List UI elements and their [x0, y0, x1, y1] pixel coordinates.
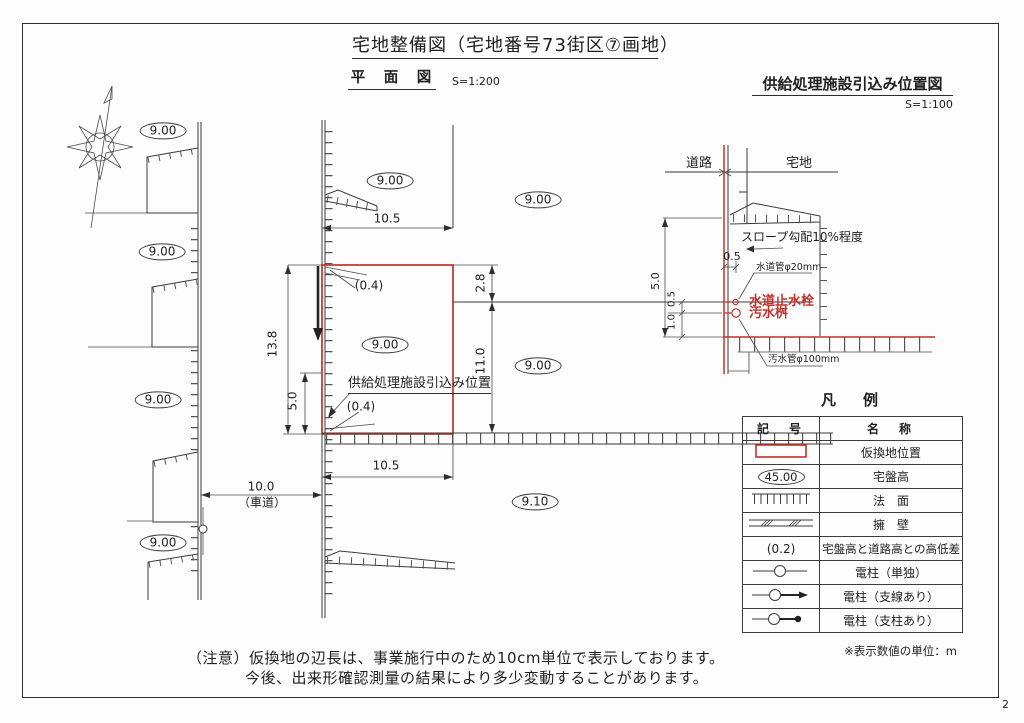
water-valve-label: 水道止水栓 — [749, 294, 815, 309]
note-line-1: （注意）仮換地の辺長は、事業施行中のため10cm単位で表示しております。 — [187, 649, 725, 667]
elevation-label-east-1: 9.00 — [514, 191, 562, 209]
legend-table: 記 号 名 称 仮換地位置 45.00 宅盤高 法 面 — [741, 416, 963, 633]
slope-note: スロープ勾配10%程度 — [741, 230, 863, 244]
elevation-label-west-3: 9.00 — [134, 391, 182, 409]
lot-label: 宅地 — [785, 155, 813, 171]
plan-view-label: 平 面 図 — [348, 70, 436, 90]
detail-scale: S=1:100 — [905, 98, 953, 111]
plan-scale: S=1:200 — [452, 75, 500, 88]
legend-row: 仮換地位置 — [741, 440, 963, 465]
drawing-frame — [22, 23, 999, 698]
detail-diagram-linework — [662, 145, 935, 374]
elevation-label-north: 9.00 — [366, 172, 414, 190]
pole-strut-symbol — [752, 613, 802, 625]
elevation-oval-symbol: 45.00 — [757, 468, 805, 485]
main-title: 宅地整備図（宅地番号73街区⑦画地） — [352, 36, 678, 59]
unit-note: ※表示数値の単位：m — [844, 644, 957, 658]
elevation-label-east-2: 9.00 — [514, 357, 562, 375]
elevation-label-west-1: 9.00 — [139, 122, 187, 140]
replacement-land-outline — [321, 264, 454, 435]
detail-title: 供給処理施設引込み位置図 — [752, 76, 953, 96]
legend-row: 電柱（支柱あり） — [741, 608, 963, 633]
legend-col-symbol: 記 号 — [741, 416, 821, 441]
page-number: 2 — [1002, 698, 1009, 711]
elevation-label-center-lot: 9.00 — [361, 336, 409, 354]
dim-road-width: 10.0 — [247, 479, 275, 494]
legend-row: 法 面 — [741, 488, 963, 513]
dim-right-main: 11.0 — [473, 347, 488, 375]
legend-row: 電柱（単独） — [741, 560, 963, 585]
legend-row: 擁 壁 — [741, 512, 963, 537]
legend-row: 45.00 宅盤高 — [741, 464, 963, 489]
note-line-2: 今後、出来形確認測量の結果により多少変動することがあります。 — [245, 669, 709, 687]
dim-top-width: 10.5 — [373, 211, 401, 226]
elevation-label-west-2: 9.00 — [138, 243, 186, 261]
legend-row: 電柱（支線あり） — [741, 584, 963, 609]
dim-left-height: 13.8 — [265, 330, 280, 358]
dim-bottom-width: 10.5 — [372, 458, 400, 473]
pole-single-symbol — [753, 565, 808, 577]
road-label: 道路 — [685, 155, 713, 171]
north-arrow-icon — [66, 85, 134, 229]
dim-valve-offset: 0.5 — [723, 249, 741, 263]
level-difference-symbol: (0.2) — [741, 536, 821, 561]
dim-detail-total: 5.0 — [648, 272, 662, 290]
level-diff-label-bottom: (0.4) — [346, 399, 376, 414]
pole-guy-wire-symbol — [752, 589, 809, 601]
level-diff-label-top: (0.4) — [354, 278, 384, 293]
dim-left-sub: 5.0 — [285, 391, 300, 411]
dim-right-top: 2.8 — [473, 273, 488, 293]
dim-valve-gap: 0.5 — [666, 291, 678, 307]
dim-basin-depth: 1.0 — [666, 314, 678, 330]
water-pipe-label: 水道管φ20mm — [756, 262, 822, 273]
replacement-area-symbol — [755, 444, 807, 458]
legend-row: (0.2) 宅盤高と道路高との高低差 — [741, 536, 963, 561]
slope-hatch-symbol — [752, 493, 811, 504]
elevation-label-south-east: 9.10 — [511, 493, 559, 511]
legend-col-name: 名 称 — [819, 416, 963, 441]
roadway-note: （車道） — [237, 495, 287, 510]
sewage-pipe-label: 汚水管φ100mm — [768, 354, 840, 365]
supply-position-label: 供給処理施設引込み位置 — [348, 376, 492, 395]
retaining-wall-symbol — [749, 519, 814, 527]
elevation-label-west-4: 9.00 — [139, 534, 187, 552]
legend-title: 凡 例 — [820, 391, 884, 409]
sewage-basin-label: 汚水桝 — [749, 306, 789, 321]
